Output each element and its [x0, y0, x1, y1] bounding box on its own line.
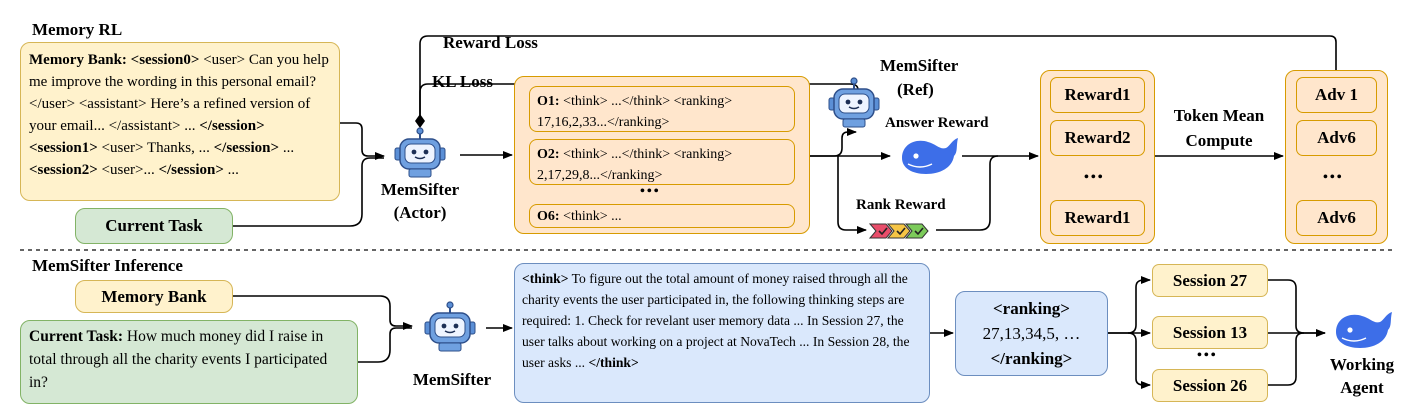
- think-open-tag: <think>: [522, 271, 569, 286]
- token-mean-line2: Compute: [1185, 131, 1253, 150]
- diamond-connector: [415, 114, 425, 128]
- session-box-13: Session 13: [1152, 316, 1268, 349]
- memory-bank-label: Memory Bank:: [29, 52, 127, 68]
- ref-name: MemSifter: [880, 56, 959, 75]
- actor-name: MemSifter: [380, 180, 460, 199]
- reward-box-1: Reward1: [1050, 77, 1145, 113]
- arrow-rank-to-rewards: [936, 155, 999, 231]
- whale-icon-agent: [1336, 312, 1392, 348]
- arrow-inf-bank-to-sifter: [233, 295, 413, 330]
- memory-text-request: Can you help me improve the wording in t…: [29, 52, 329, 90]
- reward-box-3: Reward1: [1050, 200, 1145, 236]
- output-o6-label: O6:: [537, 209, 560, 224]
- memory-text-thanks: Thanks, ...: [146, 140, 210, 156]
- output-o2-line1: <think> ...</think> <ranking>: [563, 147, 733, 162]
- session-box-27: Session 27: [1152, 264, 1268, 297]
- section-title-inference: MemSifter Inference: [32, 256, 183, 275]
- sessions-dots: •••: [1197, 348, 1218, 363]
- ranking-close-tag: </ranking>: [990, 349, 1073, 368]
- arrow-outputs-to-ref: [810, 128, 857, 157]
- section-title-memory-rl: Memory RL: [32, 20, 123, 39]
- memory-dots: ...: [282, 140, 295, 156]
- output-o1-label: O1:: [537, 94, 560, 109]
- token-user-open-2: <user>: [101, 140, 144, 156]
- robot-icon: [394, 127, 446, 178]
- ref-role: (Ref): [897, 80, 934, 99]
- arrow-outputs-to-rank: [837, 156, 867, 234]
- kl-loss-label: KL Loss: [432, 72, 493, 91]
- answer-reward-label: Answer Reward: [885, 115, 989, 131]
- inf-memory-bank-box: Memory Bank: [75, 280, 233, 313]
- arrow-task-to-actor: [233, 157, 384, 227]
- token-session-close: </session>: [199, 118, 265, 134]
- reward-loss-line: [419, 35, 1337, 120]
- memory-text-reply: Here’s a refined version of your email..…: [29, 96, 311, 134]
- ranking-open-tag: <ranking>: [992, 299, 1070, 318]
- inf-current-task-box: Current Task: How much money did I raise…: [20, 320, 358, 404]
- token-assistant-open: <assistant>: [78, 96, 147, 112]
- think-box: <think> To figure out the total amount o…: [514, 263, 930, 403]
- output-o6: O6: <think> ...: [529, 204, 795, 228]
- agent-line2: Agent: [1340, 378, 1384, 397]
- token-session2: <session2>: [29, 162, 98, 178]
- inf-task-text: How much money did I raise in total thro…: [29, 328, 328, 391]
- memory-dots-2: ...: [143, 162, 155, 178]
- token-user-open-3: <user>: [101, 162, 144, 178]
- adv-box-2: Adv6: [1296, 120, 1377, 156]
- output-o2: O2: <think> ...</think> <ranking> 2,17,2…: [529, 139, 795, 185]
- inf-sifter-label: MemSifter: [412, 370, 492, 389]
- output-o1: O1: <think> ...</think> <ranking> 17,16,…: [529, 86, 795, 132]
- token-session-close-3: </session>: [158, 162, 224, 178]
- output-o1-line2: 17,16,2,33...</ranking>: [537, 115, 670, 130]
- token-session-close-2: </session>: [213, 140, 280, 156]
- memory-bank-box: Memory Bank: <session0> <user> Can you h…: [20, 42, 340, 201]
- think-close-tag: </think>: [588, 355, 639, 370]
- session-box-26: Session 26: [1152, 369, 1268, 402]
- arrow-s27-to-agent: [1268, 279, 1326, 337]
- token-assistant-close: </assistant>: [108, 118, 181, 134]
- robot-icon-ref: [828, 77, 880, 128]
- memory-ellipsis: ...: [184, 118, 196, 134]
- adv-box-3: Adv6: [1296, 200, 1377, 236]
- advs-dots: •••: [1323, 170, 1344, 185]
- agent-line1: Working: [1329, 355, 1395, 374]
- inf-task-label: Current Task:: [29, 328, 124, 345]
- reward-loss-label: Reward Loss: [443, 33, 538, 52]
- token-user-close: </user>: [29, 96, 76, 112]
- rank-reward-label: Rank Reward: [856, 197, 946, 213]
- reward-box-2: Reward2: [1050, 120, 1145, 156]
- output-o2-line2: 2,17,29,8...</ranking>: [537, 168, 663, 183]
- ranking-values: 27,13,34,5, …: [982, 324, 1081, 343]
- token-mean-line1: Token Mean: [1173, 106, 1265, 125]
- output-o6-line1: <think> ...: [563, 209, 622, 224]
- output-o2-label: O2:: [537, 147, 560, 162]
- arrow-ranking-to-s27: [1108, 276, 1151, 334]
- output-o1-line1: <think> ...</think> <ranking>: [563, 94, 733, 109]
- robot-icon-inference: [424, 301, 476, 352]
- adv-box-1: Adv 1: [1296, 77, 1377, 113]
- whale-icon: [902, 138, 958, 174]
- current-task-box: Current Task: [75, 208, 233, 244]
- rewards-dots: •••: [1084, 170, 1105, 185]
- token-session0: <session0>: [130, 52, 200, 68]
- outputs-dots: •••: [640, 184, 661, 199]
- memory-dots-3: ...: [227, 162, 239, 178]
- arrow-ranking-to-s26: [1127, 332, 1151, 389]
- arrow-inf-task-to-sifter: [358, 327, 412, 363]
- ranking-box: <ranking> 27,13,34,5, … </ranking>: [955, 291, 1108, 376]
- token-user-open: <user>: [203, 52, 246, 68]
- arrow-bank-to-actor: [340, 122, 385, 160]
- actor-role: (Actor): [393, 203, 447, 222]
- arrow-s26-to-agent: [1268, 332, 1305, 386]
- token-session1: <session1>: [29, 140, 98, 156]
- check-icon: [868, 223, 929, 239]
- think-text: To figure out the total amount of money …: [522, 271, 910, 370]
